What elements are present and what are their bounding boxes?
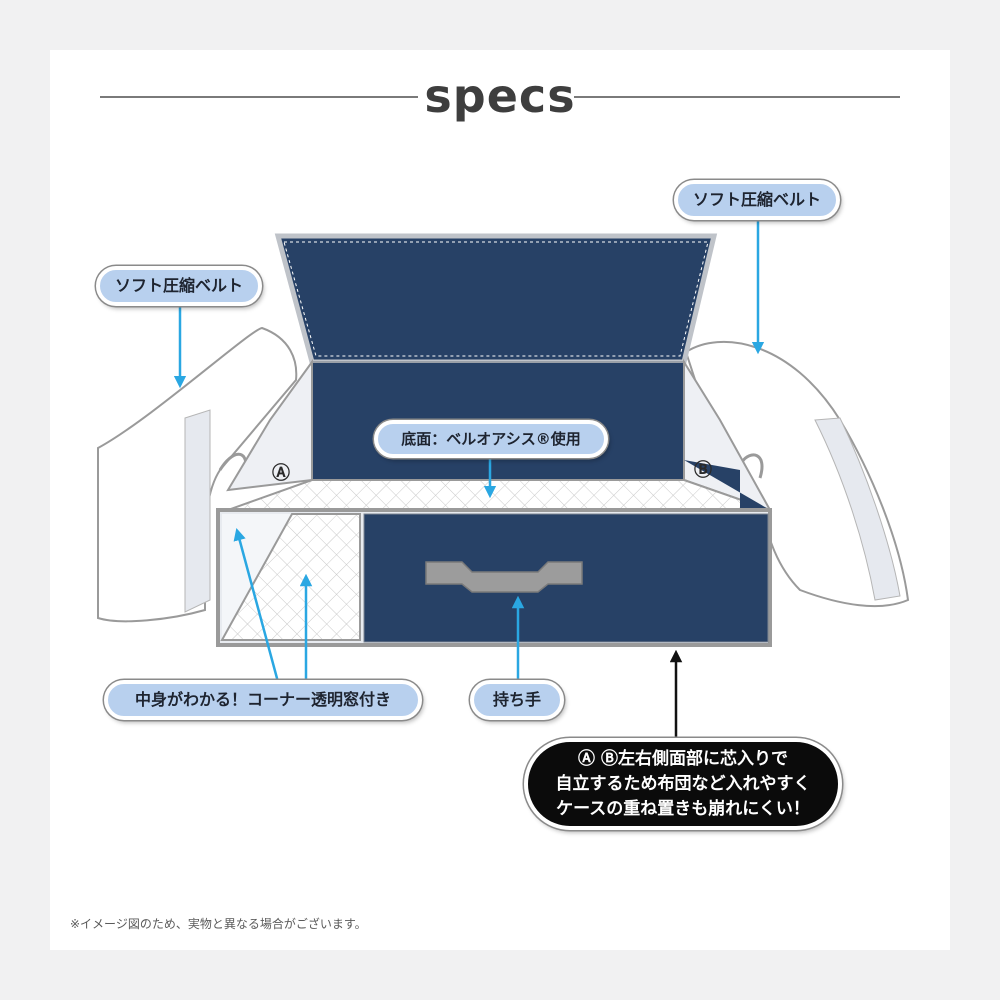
side-note-line-3: ケースの重ね置きも崩れにくい！ [556, 799, 810, 819]
right-compression-belt [684, 340, 910, 608]
box-lid [274, 233, 718, 365]
side-note-line-1: Ⓐ Ⓑ左右側面部に芯入りで [578, 749, 788, 769]
corner-window-quilt [220, 513, 361, 641]
quilted-bottom [227, 479, 771, 511]
title-rule-left [100, 96, 418, 98]
callout-handle: 持ち手 [470, 680, 564, 720]
callout-belt-left: ソフト圧縮ベルト [96, 266, 262, 306]
callout-bottom: 底面：ベルオアシス®使用 [374, 420, 608, 458]
handle-shape [425, 561, 583, 593]
side-note-line-2: 自立するため布団など入れやすく [555, 774, 811, 794]
side-panel-a [226, 358, 313, 492]
callout-belt-right: ソフト圧縮ベルト [674, 180, 840, 220]
callout-corner-window: 中身がわかる！コーナー透明窓付き [104, 680, 422, 720]
title-rule-right [574, 96, 900, 98]
side-mark-a: Ⓐ [272, 463, 290, 484]
section-title: specs [424, 69, 576, 123]
left-compression-belt [97, 326, 298, 623]
side-mark-b: Ⓑ [694, 460, 712, 481]
callout-side-note: Ⓐ Ⓑ左右側面部に芯入りで 自立するため布団など入れやすく ケースの重ね置きも崩… [524, 738, 842, 830]
footnote: ※イメージ図のため、実物と異なる場合がございます。 [70, 917, 367, 931]
arrow-window-left [233, 527, 280, 683]
